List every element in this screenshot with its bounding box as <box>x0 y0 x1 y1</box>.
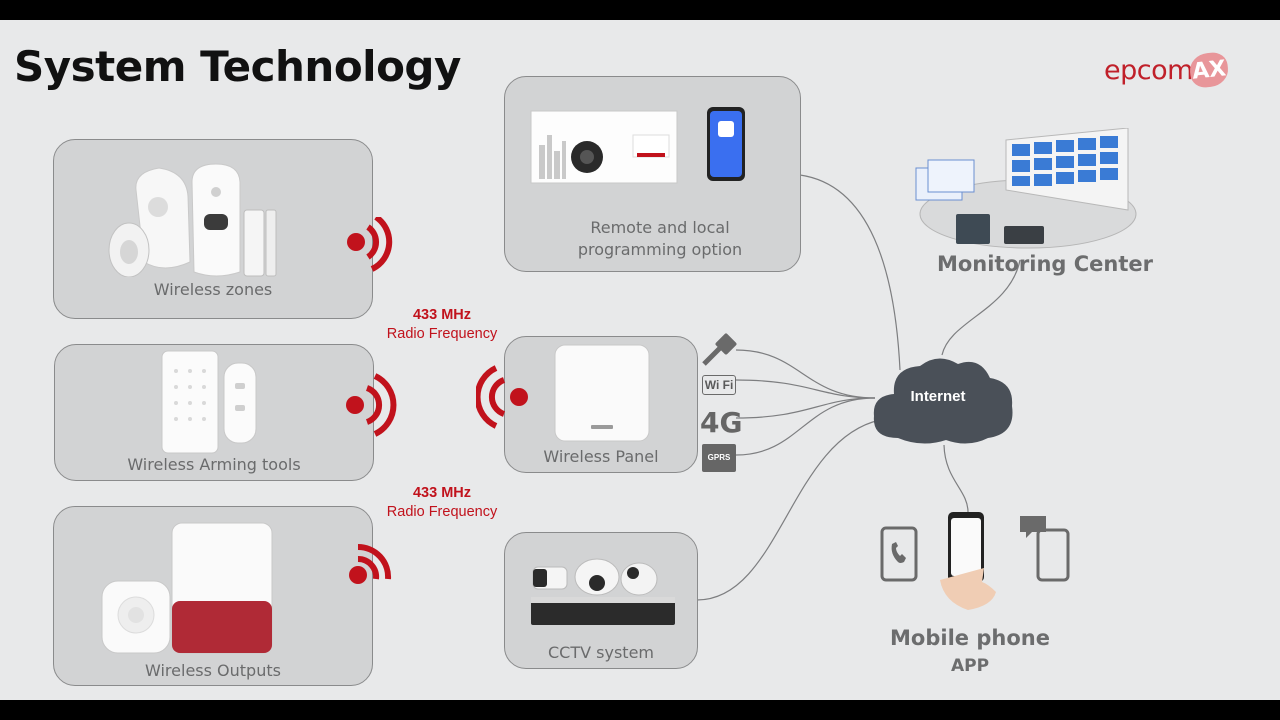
logo-badge: AX <box>1188 51 1230 89</box>
software-app-icon <box>530 107 745 184</box>
ethernet-icon <box>702 333 737 366</box>
logo-text: epcom <box>1104 54 1193 86</box>
siren-devices-icon <box>101 522 273 654</box>
radio-waves-icon <box>476 365 528 429</box>
slide: System Technology epcom AX Wireless zone… <box>0 20 1280 700</box>
connection-lines <box>696 174 1021 601</box>
panel-box: Wireless Panel <box>504 336 698 473</box>
rf-label-1: 433 MHz Radio Frequency <box>362 306 522 344</box>
mobile-phones-icon <box>880 512 1070 610</box>
brand-logo: epcom AX <box>1104 50 1230 90</box>
mobile-app-label: APP <box>950 656 990 676</box>
cctv-devices-icon <box>531 558 675 625</box>
mobile-phone-label: Mobile phone <box>890 626 1050 650</box>
alarm-panel-icon <box>554 344 650 442</box>
programming-box: Remote and local programming option <box>504 76 801 272</box>
rf-label-2: 433 MHz Radio Frequency <box>362 484 522 522</box>
wifi-icon: Wi Fi <box>702 375 736 395</box>
internet-label: Internet <box>910 388 966 405</box>
4g-icon: 4G <box>700 406 742 439</box>
arming-tools-label: Wireless Arming tools <box>127 455 301 474</box>
outputs-label: Wireless Outputs <box>145 661 281 680</box>
radio-waves-icon <box>347 217 393 272</box>
cctv-label: CCTV system <box>548 643 654 662</box>
cctv-box: CCTV system <box>504 532 698 669</box>
page-title: System Technology <box>14 42 461 91</box>
wireless-zones-box: Wireless zones <box>53 139 393 319</box>
cloud-icon <box>873 358 1013 444</box>
rf-description: Radio Frequency <box>386 326 498 342</box>
monitoring-center-label: Monitoring Center <box>936 252 1154 276</box>
rf-description: Radio Frequency <box>386 504 498 520</box>
rf-frequency: 433 MHz <box>412 307 472 323</box>
rf-frequency: 433 MHz <box>412 485 472 501</box>
programming-label: Remote and local programming option <box>577 218 743 259</box>
radio-waves-icon <box>346 373 397 437</box>
outputs-box: Wireless Outputs <box>53 506 392 686</box>
gprs-text: GPRS <box>707 453 731 462</box>
wireless-zones-devices-icon <box>108 163 277 277</box>
radio-waves-icon <box>349 543 392 584</box>
wireless-zones-label: Wireless zones <box>153 280 273 299</box>
panel-label: Wireless Panel <box>543 447 659 466</box>
arming-tools-box: Wireless Arming tools <box>54 344 397 481</box>
wifi-text: Wi Fi <box>704 378 734 392</box>
keypad-remote-icon <box>161 350 257 454</box>
gprs-icon: GPRS <box>702 444 736 472</box>
monitoring-center-icon <box>915 128 1137 249</box>
4g-text: 4G <box>700 406 743 439</box>
